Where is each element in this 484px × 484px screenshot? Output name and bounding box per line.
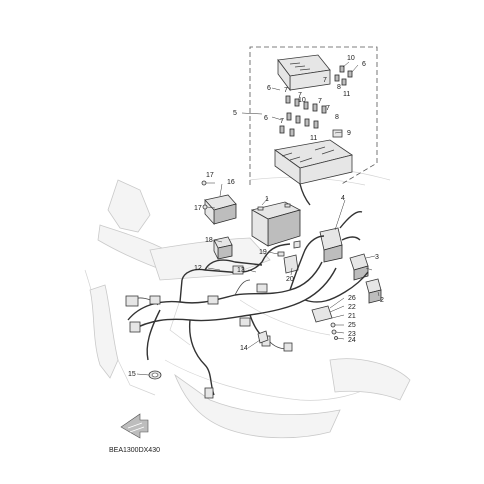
callout-11a: 11 [343, 91, 350, 98]
callout-9: 9 [347, 130, 351, 137]
callout-22: 22 [348, 304, 356, 311]
part-19-20 [277, 240, 301, 274]
callout-12: 12 [194, 265, 202, 272]
callout-11b: 11 [310, 135, 317, 142]
callout-19: 19 [259, 249, 267, 256]
callout-7b: 7 [284, 87, 288, 94]
front-direction-arrow-icon [120, 413, 149, 439]
callout-24: 24 [348, 337, 356, 344]
part-3 [349, 253, 369, 281]
figure-code: BEA1300DX430 [109, 447, 160, 454]
callout-13: 13 [237, 267, 245, 274]
part-18 [213, 236, 233, 260]
callout-6c: 6 [264, 115, 268, 122]
callout-25: 25 [348, 322, 356, 329]
fuse-box-top [277, 54, 331, 92]
callout-4: 4 [341, 195, 345, 202]
clamp-14 [257, 330, 269, 344]
clip-15 [148, 370, 162, 380]
callout-7f: 7 [280, 118, 284, 125]
callout-7a: 7 [323, 77, 327, 84]
callout-8b: 8 [335, 114, 339, 121]
callout-10b: 10 [298, 97, 306, 104]
fuse-box-base [274, 139, 353, 206]
callout-14: 14 [240, 345, 248, 352]
callout-21: 21 [348, 313, 356, 320]
callout-26: 26 [348, 295, 356, 302]
part-4-bracket [319, 211, 363, 263]
assembly-group-box [249, 46, 378, 186]
callout-16: 16 [227, 179, 235, 186]
callout-18: 18 [205, 237, 213, 244]
leader-lines [136, 61, 380, 376]
battery [250, 201, 302, 247]
motorcycle-ghost-outline [84, 168, 411, 439]
part-2 [365, 278, 382, 304]
callout-7c: 7 [298, 92, 302, 99]
callout-labels: 1 2 3 4 5 6 6 6 7 7 7 7 7 7 8 8 9 10 10 … [128, 55, 384, 378]
callout-1: 1 [265, 196, 269, 203]
callout-5: 5 [233, 110, 237, 117]
callout-15: 15 [128, 371, 136, 378]
callout-7d: 7 [318, 98, 322, 105]
relay-bracket-16 [201, 180, 237, 226]
small-parts-21-26 [311, 305, 338, 340]
callout-8a: 8 [337, 84, 341, 91]
callout-6b: 6 [267, 85, 271, 92]
callout-7e: 7 [326, 105, 330, 112]
callout-23: 23 [348, 331, 356, 338]
callout-17b: 17 [194, 205, 202, 212]
callout-2: 2 [380, 297, 384, 304]
callout-17a: 17 [206, 172, 214, 179]
fuse-row [279, 65, 353, 138]
callout-20: 20 [286, 276, 294, 283]
callout-3: 3 [375, 254, 379, 261]
callout-6a: 6 [362, 61, 366, 68]
callout-10a: 10 [347, 55, 355, 62]
